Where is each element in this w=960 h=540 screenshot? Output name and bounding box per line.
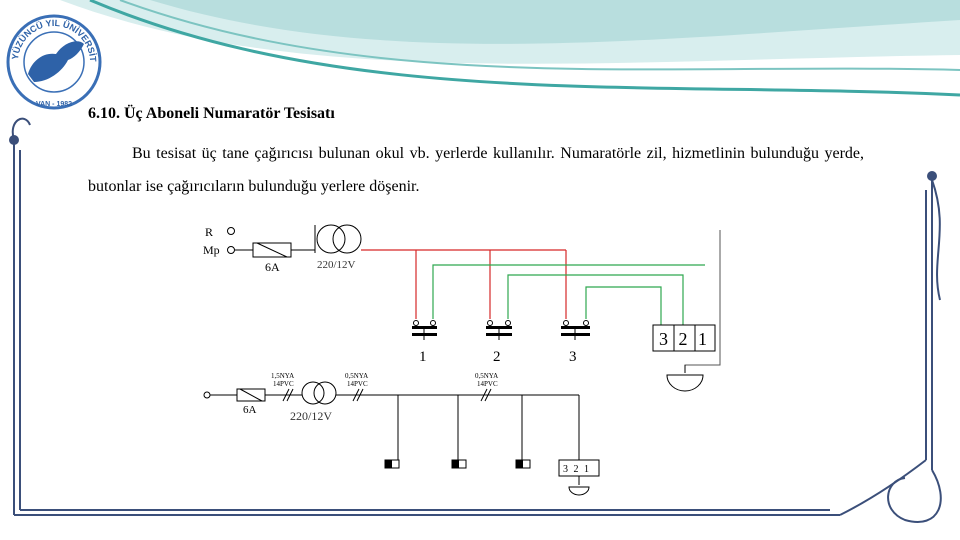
- top-transformer-icon: [314, 224, 362, 254]
- top-numerator-digits: 3 2 1: [659, 329, 707, 349]
- signal-wires: [432, 264, 705, 325]
- push-button-3-label: 3: [569, 349, 577, 365]
- top-fuse-icon: [252, 242, 292, 258]
- push-button-2-label: 2: [493, 349, 501, 365]
- bottom-button-2-icon: [451, 459, 467, 469]
- push-button-2-icon: [486, 320, 512, 340]
- push-button-1-icon: [412, 320, 437, 340]
- cable-mid-label-2: 14PVC: [347, 380, 368, 388]
- push-button-1-label: 1: [419, 349, 427, 365]
- frame-dot-top-left: [9, 135, 19, 145]
- cable-mark-left: [282, 388, 294, 402]
- bottom-drop-wires: [397, 395, 580, 460]
- mp-label: Mp: [203, 243, 220, 257]
- cable-left-label-1: 1,5NYA: [271, 372, 294, 380]
- cable-right-label-1: 0,5NYA: [475, 372, 498, 380]
- top-bell-icon: [666, 365, 704, 392]
- header-waves: [60, 0, 960, 97]
- section-heading: 6.10. Üç Aboneli Numaratör Tesisatı: [88, 105, 335, 122]
- phase-wires: [361, 249, 567, 319]
- section-paragraph: Bu tesisat üç tane çağırıcısı bulunan ok…: [88, 145, 864, 195]
- r-terminal: [227, 227, 235, 235]
- frame-dot-top-right: [927, 171, 937, 181]
- cable-mark-right: [480, 388, 492, 402]
- top-transformer-label: 220/12V: [317, 259, 356, 271]
- bottom-fuse-icon: [236, 388, 266, 402]
- cable-right-label-2: 14PVC: [477, 380, 498, 388]
- bottom-transformer-icon: [301, 381, 337, 405]
- cable-mark-mid: [352, 388, 364, 402]
- university-logo: YÜZÜNCÜ YIL ÜNİVERSİTESİ VAN - 1982: [4, 2, 102, 110]
- bottom-button-3-icon: [515, 459, 531, 469]
- push-button-3-icon: [561, 320, 590, 340]
- bottom-fuse-label: 6A: [243, 404, 257, 416]
- bottom-transformer-label: 220/12V: [290, 409, 332, 423]
- bottom-button-1-icon: [384, 459, 400, 469]
- border-frame: [11, 117, 942, 523]
- logo-city-text: VAN - 1982: [36, 101, 72, 108]
- mp-terminal: [227, 246, 235, 254]
- r-label: R: [205, 225, 213, 239]
- cable-left-label-2: 14PVC: [273, 380, 294, 388]
- bottom-bell-icon: [568, 476, 590, 496]
- bottom-numerator-digits: 3 2 1: [563, 464, 589, 475]
- top-fuse-label: 6A: [265, 260, 280, 274]
- bottom-terminal: [203, 391, 211, 399]
- cable-mid-label-1: 0,5NYA: [345, 372, 368, 380]
- top-numerator-box: [652, 324, 716, 352]
- lake-map-icon: [28, 41, 84, 82]
- numerator-circuit-diagram: R Mp 6A 220/12V 1: [203, 224, 721, 496]
